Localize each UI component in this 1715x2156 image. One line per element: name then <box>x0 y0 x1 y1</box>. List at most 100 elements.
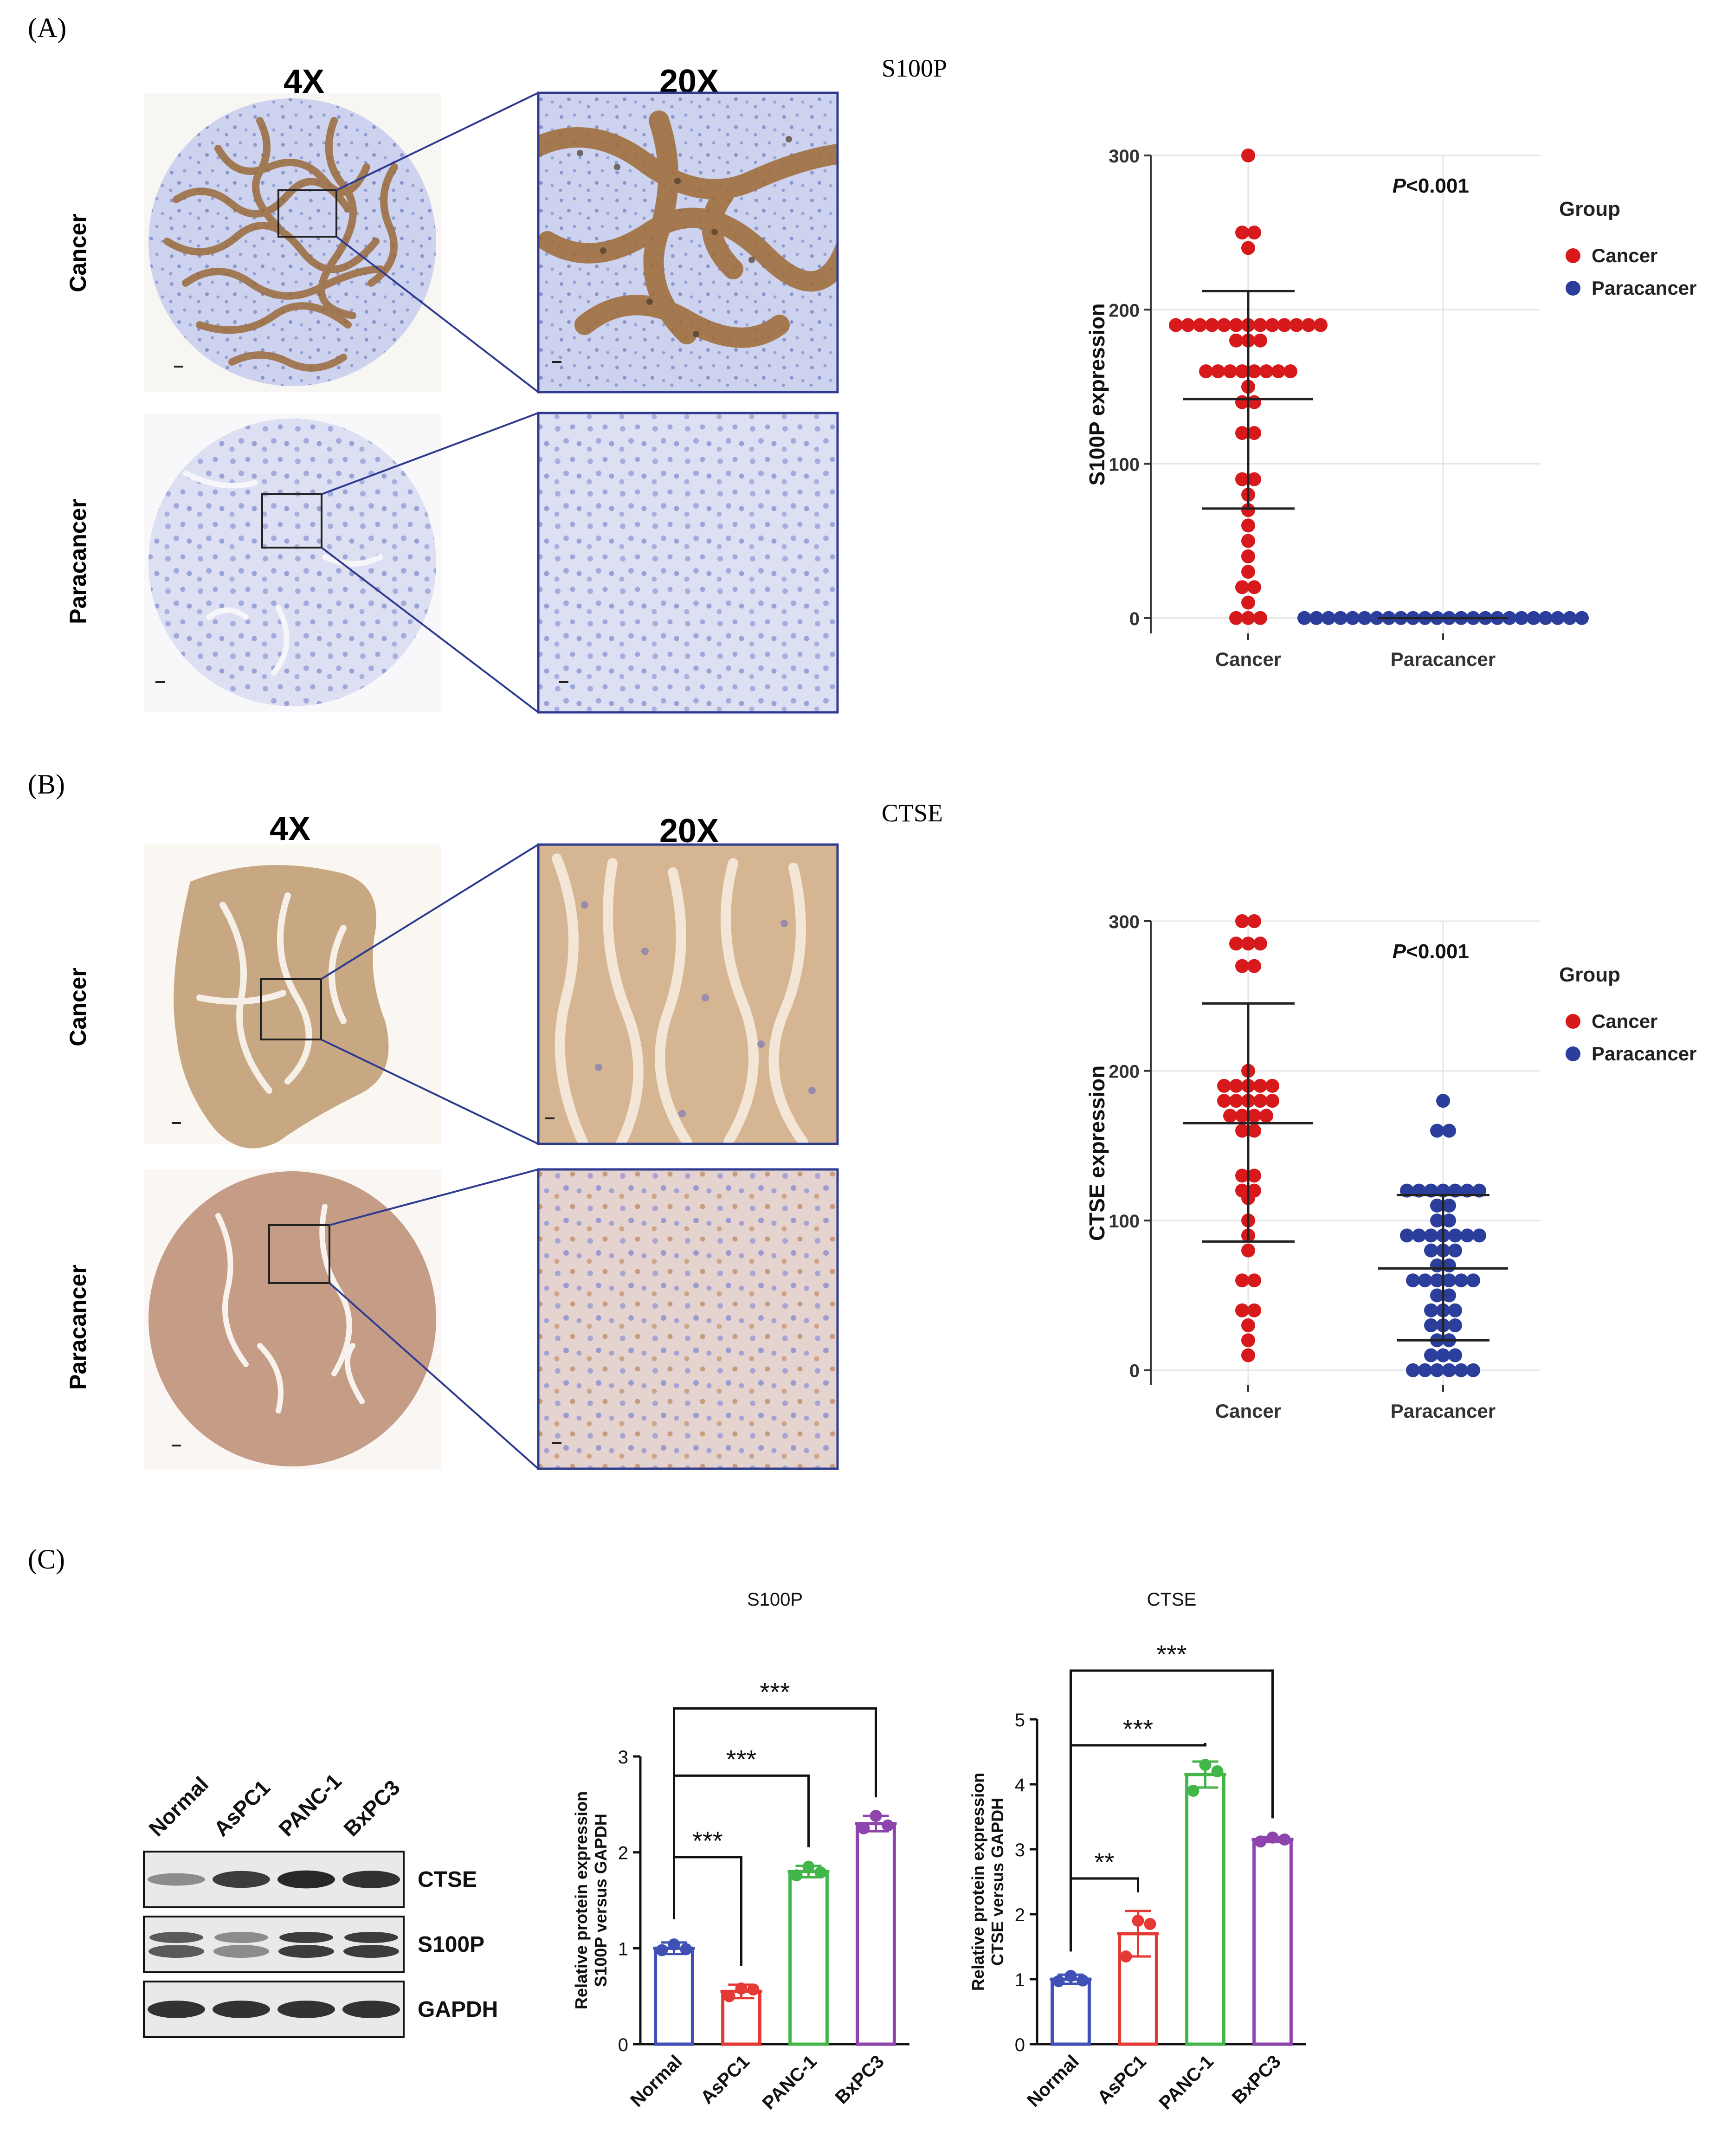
data-point <box>1575 611 1589 625</box>
p-value-annotation: P<0.001 <box>1393 174 1469 197</box>
legend-label: Cancer <box>1592 1010 1657 1032</box>
data-point <box>1241 148 1255 162</box>
data-point <box>1424 1228 1438 1243</box>
data-point <box>1241 241 1255 255</box>
data-point <box>858 1822 870 1834</box>
data-point <box>802 1860 815 1873</box>
legend-label: Cancer <box>1592 245 1657 266</box>
blot-band <box>342 1871 400 1888</box>
panel-b: (B) 4X 20X CTSE Cancer Paracancer <box>28 769 943 1470</box>
lane-label: PANC-1 <box>274 1769 346 1841</box>
data-point <box>1247 1168 1261 1183</box>
micrograph-a-cancer-4x <box>144 93 441 392</box>
data-point <box>1515 611 1528 625</box>
panel-b-marker: CTSE <box>882 799 943 827</box>
x-tick-label: PANC-1 <box>1155 2051 1218 2113</box>
data-point <box>1205 318 1219 332</box>
panel-b-mag-low: 4X <box>270 810 310 847</box>
data-point <box>1229 936 1243 951</box>
data-point <box>1442 1198 1456 1213</box>
panel-a-marker: S100P <box>882 54 947 82</box>
lane-label: BxPC3 <box>339 1775 405 1841</box>
x-tick-label: PANC-1 <box>759 2051 821 2113</box>
data-point <box>1235 226 1249 240</box>
y-axis-label: S100P expression <box>1085 303 1109 486</box>
data-point <box>1235 364 1249 379</box>
data-point <box>1271 364 1285 379</box>
significance-label: *** <box>692 1826 722 1855</box>
data-point <box>1241 534 1255 548</box>
data-point <box>1418 1273 1432 1288</box>
data-point <box>1144 1918 1156 1930</box>
data-point <box>1120 1950 1132 1962</box>
data-point <box>790 1869 803 1882</box>
data-point <box>1442 1214 1456 1228</box>
x-tick-label: Paracancer <box>1391 1400 1496 1422</box>
data-point <box>1551 611 1565 625</box>
data-point <box>1278 1833 1291 1846</box>
lane-label: AsPC1 <box>209 1775 275 1841</box>
zoom-lines-b-cancer <box>320 844 539 1145</box>
data-point <box>1169 318 1183 332</box>
data-point <box>1430 1198 1444 1213</box>
micrograph-a-paracancer-20x <box>537 412 839 714</box>
data-point <box>870 1810 882 1822</box>
significance-bracket <box>1070 1877 1139 1952</box>
data-point <box>680 1943 692 1956</box>
y-tick-label: 0 <box>1129 1361 1140 1381</box>
data-point <box>1052 1975 1065 1988</box>
y-axis-label: CTSE expression <box>1085 1065 1109 1241</box>
data-point <box>1253 1078 1267 1093</box>
data-point <box>1358 611 1372 625</box>
data-point <box>1424 1348 1438 1362</box>
data-point <box>1193 318 1207 332</box>
data-point <box>882 1819 894 1832</box>
blot-band <box>213 2001 270 2018</box>
data-point <box>1460 1228 1474 1243</box>
data-point <box>1199 1759 1212 1771</box>
data-point <box>814 1866 827 1879</box>
data-point <box>1448 1348 1462 1362</box>
data-point <box>1241 1243 1255 1258</box>
significance-label: *** <box>760 1678 790 1707</box>
y-axis-label-line: Relative protein expression <box>572 1791 591 2009</box>
data-point <box>1418 1363 1432 1377</box>
data-point <box>1235 426 1249 440</box>
data-point <box>1247 580 1261 594</box>
zoom-lines-b-paracancer <box>329 1168 539 1470</box>
panel-a: (A) 4X 20X S100P Cancer Paracancer <box>28 13 947 714</box>
data-point <box>1217 1094 1231 1108</box>
chart-title: S100P <box>747 1589 803 1610</box>
data-point <box>1229 333 1243 348</box>
blot-band <box>148 2001 205 2018</box>
data-point <box>1241 1318 1255 1332</box>
data-point <box>1502 611 1516 625</box>
zoom-lines-a-cancer <box>335 92 539 393</box>
data-point <box>1253 611 1267 625</box>
data-point <box>1406 1363 1420 1377</box>
data-point <box>656 1944 668 1956</box>
legend-title: Group <box>1559 198 1620 220</box>
data-point <box>1223 364 1237 379</box>
data-point <box>1229 611 1243 625</box>
x-tick-label: BxPC3 <box>832 2051 888 2108</box>
data-point <box>1235 959 1249 973</box>
x-tick-label: Normal <box>626 2051 686 2111</box>
data-point <box>1217 1078 1231 1093</box>
micrograph-b-paracancer-4x <box>144 1169 441 1469</box>
y-tick-label: 300 <box>1109 146 1140 167</box>
data-point <box>1247 472 1261 486</box>
x-tick-label: BxPC3 <box>1228 2051 1285 2108</box>
panel-b-letter: (B) <box>28 769 65 800</box>
chart-title: CTSE <box>1147 1589 1197 1610</box>
data-point <box>1247 1273 1261 1288</box>
blot-band <box>148 1873 205 1886</box>
micrograph-a-cancer-20x <box>537 91 839 394</box>
data-point <box>1247 1109 1261 1123</box>
blot-strip <box>143 1916 405 1973</box>
data-point <box>1442 1363 1456 1377</box>
data-point <box>1254 1835 1267 1848</box>
y-tick-label: 0 <box>618 2035 628 2055</box>
